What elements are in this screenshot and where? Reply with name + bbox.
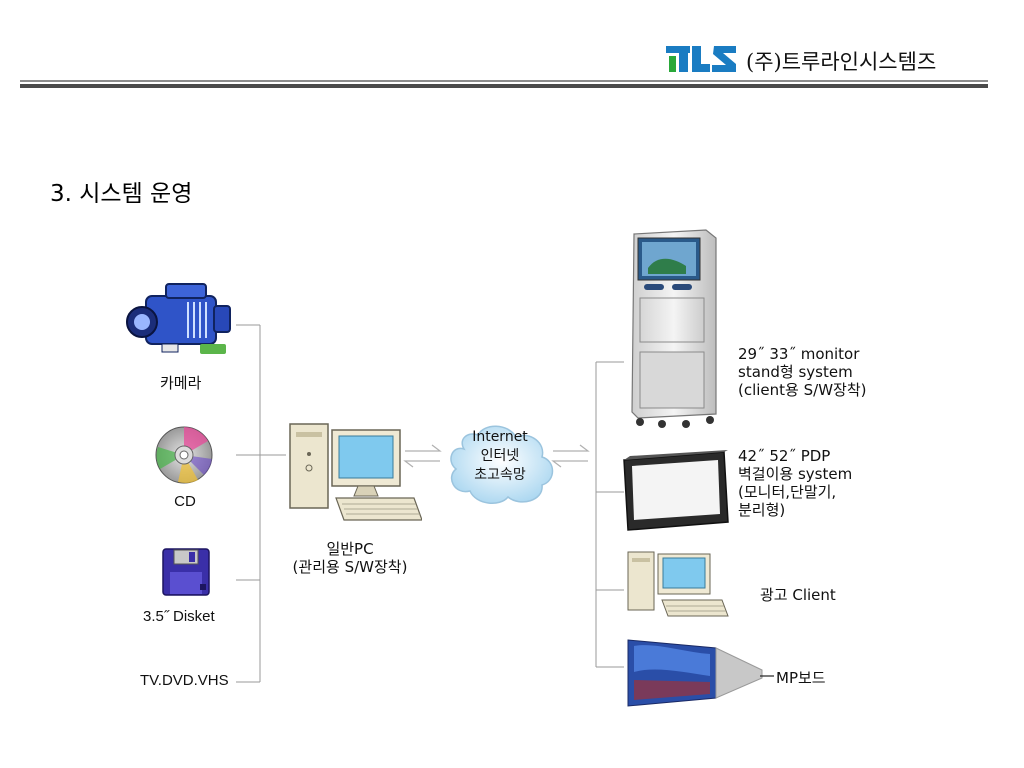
pdp-line1: 42˝ 52˝ PDP <box>738 447 831 465</box>
pc-icon <box>286 418 423 532</box>
pdp-line3: (모니터,단말기, <box>738 483 837 501</box>
camera-icon <box>126 282 234 362</box>
stand-line1: 29˝ 33˝ monitor <box>738 345 860 363</box>
disket-label: 3.5˝ Disket <box>143 608 215 625</box>
header-divider-thick <box>20 84 988 88</box>
ad-client-label: 광고 Client <box>760 586 836 604</box>
company-name: (주)트루라인시스템즈 <box>746 50 937 74</box>
mp-board-label: MP보드 <box>776 669 826 687</box>
tls-logo-icon <box>666 40 738 78</box>
pdp-system-label: 42˝ 52˝ PDP 벽걸이용 system (모니터,단말기, 분리형) <box>738 447 852 519</box>
network-label: Internet 인터넷 초고속망 <box>444 428 556 485</box>
stand-system-label: 29˝ 33˝ monitor stand형 system (client용 S… <box>738 345 866 399</box>
page-title: 3. 시스템 운영 <box>50 181 193 207</box>
pc-label: 일반PC (관리용 S/W장착) <box>270 540 430 576</box>
cd-label: CD <box>174 493 196 510</box>
mp-board-dash <box>760 675 774 677</box>
pdp-line2: 벽걸이용 system <box>738 465 853 483</box>
pdp-line4: 분리형) <box>738 501 786 519</box>
kiosk-icon <box>626 228 722 432</box>
camera-label: 카메라 <box>160 374 202 392</box>
cloud-icon <box>442 415 558 515</box>
floppy-icon <box>162 548 210 600</box>
client-pc-icon <box>626 548 730 624</box>
network-label-line1: Internet <box>472 429 528 445</box>
stand-line3: (client용 S/W장착) <box>738 381 867 399</box>
pdp-tv-icon <box>620 448 732 538</box>
pc-label-line1: 일반PC <box>326 540 374 558</box>
tvdvd-label: TV.DVD.VHS <box>140 672 229 689</box>
pc-label-line2: (관리용 S/W장착) <box>292 558 408 576</box>
network-label-line3: 초고속망 <box>474 467 526 483</box>
network-label-line2: 인터넷 <box>480 448 520 464</box>
header-divider-thin <box>20 80 988 82</box>
stand-line2: stand형 system <box>738 363 853 381</box>
cd-icon <box>154 425 214 489</box>
mp-board-icon <box>624 636 764 712</box>
